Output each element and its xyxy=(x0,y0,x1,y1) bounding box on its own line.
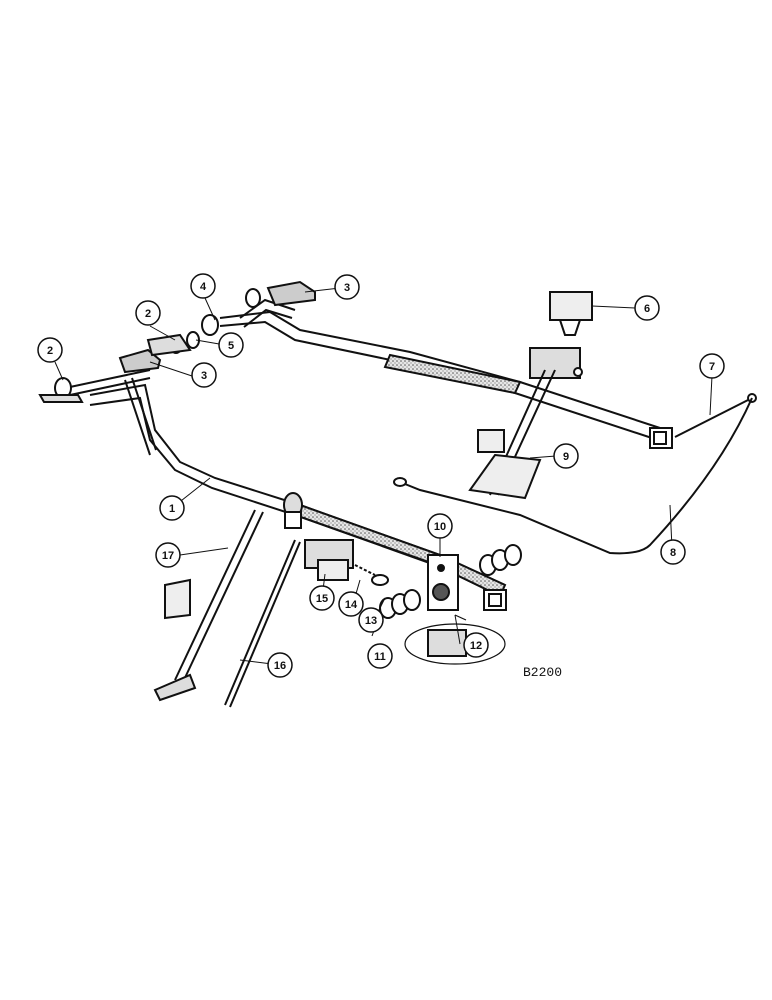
callout-7: 7 xyxy=(699,353,725,379)
callout-6: 6 xyxy=(634,295,660,321)
svg-text:10: 10 xyxy=(434,521,446,533)
callout-5: 5 xyxy=(218,332,244,358)
callout-13: 13 xyxy=(358,607,384,633)
svg-text:13: 13 xyxy=(365,615,377,627)
svg-text:5: 5 xyxy=(228,340,234,352)
rear-frame xyxy=(118,280,673,449)
svg-text:9: 9 xyxy=(563,451,569,463)
svg-text:4: 4 xyxy=(200,281,207,293)
svg-text:8: 8 xyxy=(670,547,676,559)
callout-3b: 3 xyxy=(191,362,217,388)
svg-text:3: 3 xyxy=(201,370,207,382)
pedal-assembly xyxy=(468,291,593,500)
part-12-inset xyxy=(404,614,506,665)
callout-11: 11 xyxy=(367,643,393,669)
hardware-parts xyxy=(304,539,522,619)
callouts: 1 2 2 3 3 4 5 6 7 8 9 10 11 12 13 14 15 … xyxy=(37,273,725,678)
svg-text:2: 2 xyxy=(145,308,151,320)
callout-1: 1 xyxy=(159,495,185,521)
front-frame xyxy=(38,369,507,611)
svg-text:12: 12 xyxy=(470,640,482,652)
callout-16: 16 xyxy=(267,652,293,678)
callout-14: 14 xyxy=(338,591,364,617)
callout-2b: 2 xyxy=(135,300,161,326)
callout-3a: 3 xyxy=(334,274,360,300)
callout-17: 17 xyxy=(155,542,181,568)
callout-15: 15 xyxy=(309,585,335,611)
callout-12: 12 xyxy=(463,632,489,658)
callout-4: 4 xyxy=(190,273,216,299)
svg-text:14: 14 xyxy=(345,599,358,611)
control-rod xyxy=(393,393,757,555)
svg-text:7: 7 xyxy=(709,361,715,373)
svg-text:2: 2 xyxy=(47,345,53,357)
svg-text:15: 15 xyxy=(316,593,328,605)
figure-code: B2200 xyxy=(523,665,562,680)
svg-text:1: 1 xyxy=(169,503,175,515)
callout-9: 9 xyxy=(553,443,579,469)
callout-2a: 2 xyxy=(37,337,63,363)
svg-text:6: 6 xyxy=(644,303,650,315)
callout-8: 8 xyxy=(660,539,686,565)
parts-16-17 xyxy=(153,509,301,708)
svg-text:3: 3 xyxy=(344,282,350,294)
callout-10: 10 xyxy=(427,513,453,539)
svg-text:17: 17 xyxy=(162,550,174,562)
svg-text:11: 11 xyxy=(374,651,386,663)
svg-text:16: 16 xyxy=(274,660,286,672)
